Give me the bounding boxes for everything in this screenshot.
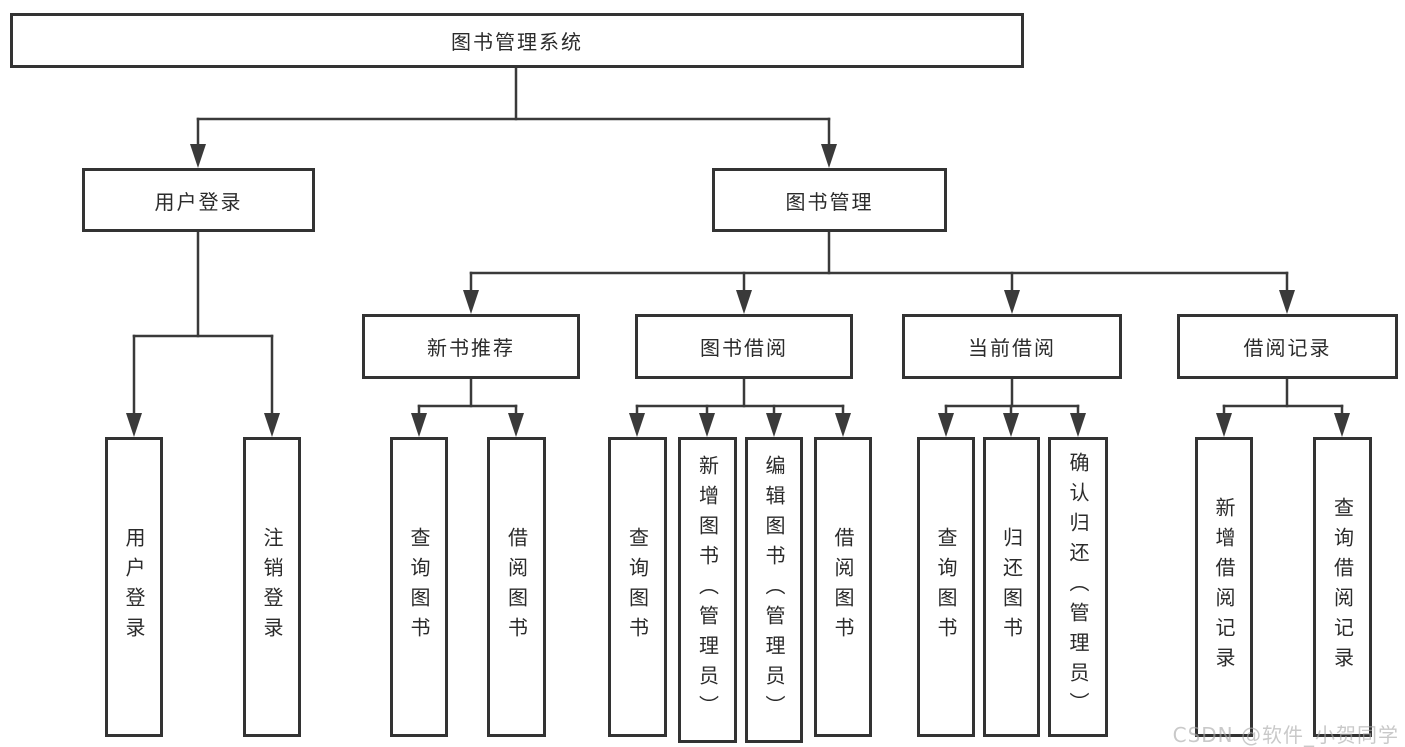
node-leaf-edit-books-admin-label: 编辑图书（管理员）	[762, 455, 786, 725]
node-root-label: 图书管理系统	[451, 30, 583, 54]
node-user-login-label: 用户登录	[154, 189, 243, 214]
node-leaf-confirm-return-admin: 确认归还（管理员）	[1048, 437, 1108, 737]
node-leaf-cur-query-books-label: 查询图书	[934, 527, 958, 647]
node-borrowing-records: 借阅记录	[1177, 314, 1398, 379]
node-user-login: 用户登录	[82, 168, 315, 232]
node-borrowing-records-label: 借阅记录	[1243, 336, 1332, 360]
connector-bookmgmt-to-level3	[463, 230, 1295, 314]
connector-newbookrec-to-leaves	[411, 377, 524, 437]
node-leaf-logout: 注销登录	[243, 437, 301, 737]
node-new-book-recommendation: 新书推荐	[362, 314, 580, 379]
node-book-management: 图书管理	[712, 168, 947, 232]
node-book-borrowing-label: 图书借阅	[700, 336, 788, 360]
node-current-borrowing: 当前借阅	[902, 314, 1122, 379]
node-leaf-user-login: 用户登录	[105, 437, 163, 737]
connector-root-to-level2	[190, 66, 837, 168]
connector-userlogin-to-leaves	[126, 230, 280, 437]
node-leaf-add-borrow-record: 新增借阅记录	[1195, 437, 1253, 737]
node-leaf-return-books-label: 归还图书	[999, 527, 1024, 647]
node-leaf-confirm-return-admin-label: 确认归还（管理员）	[1066, 452, 1090, 722]
node-leaf-rec-borrow-books: 借阅图书	[487, 437, 546, 737]
node-leaf-logout-label: 注销登录	[260, 527, 284, 647]
node-leaf-borrow-query-books-label: 查询图书	[625, 527, 650, 647]
node-leaf-query-borrow-record: 查询借阅记录	[1313, 437, 1372, 737]
node-leaf-borrow-books: 借阅图书	[814, 437, 872, 737]
node-leaf-add-books-admin-label: 新增图书（管理员）	[695, 455, 720, 725]
csdn-watermark: CSDN @软件_小贺同学	[1172, 723, 1399, 747]
node-leaf-rec-query-books-label: 查询图书	[407, 527, 431, 647]
node-leaf-rec-borrow-books-label: 借阅图书	[504, 527, 529, 647]
connector-currentborrow-to-leaves	[938, 377, 1086, 437]
node-leaf-cur-query-books: 查询图书	[917, 437, 975, 737]
node-leaf-query-borrow-record-label: 查询借阅记录	[1330, 497, 1355, 677]
node-book-borrowing: 图书借阅	[635, 314, 853, 379]
node-leaf-borrow-query-books: 查询图书	[608, 437, 667, 737]
node-leaf-rec-query-books: 查询图书	[390, 437, 448, 737]
node-current-borrowing-label: 当前借阅	[968, 336, 1056, 360]
node-leaf-return-books: 归还图书	[983, 437, 1040, 737]
node-book-management-label: 图书管理	[785, 189, 874, 214]
node-root: 图书管理系统	[10, 13, 1024, 68]
node-leaf-add-borrow-record-label: 新增借阅记录	[1212, 497, 1236, 677]
node-leaf-borrow-books-label: 借阅图书	[831, 527, 855, 647]
connector-borrowrecords-to-leaves	[1216, 377, 1350, 437]
connector-bookborrow-to-leaves	[629, 377, 851, 437]
node-new-book-recommendation-label: 新书推荐	[427, 336, 515, 360]
node-leaf-edit-books-admin: 编辑图书（管理员）	[745, 437, 803, 743]
node-leaf-user-login-label: 用户登录	[122, 527, 146, 647]
node-leaf-add-books-admin: 新增图书（管理员）	[678, 437, 737, 743]
